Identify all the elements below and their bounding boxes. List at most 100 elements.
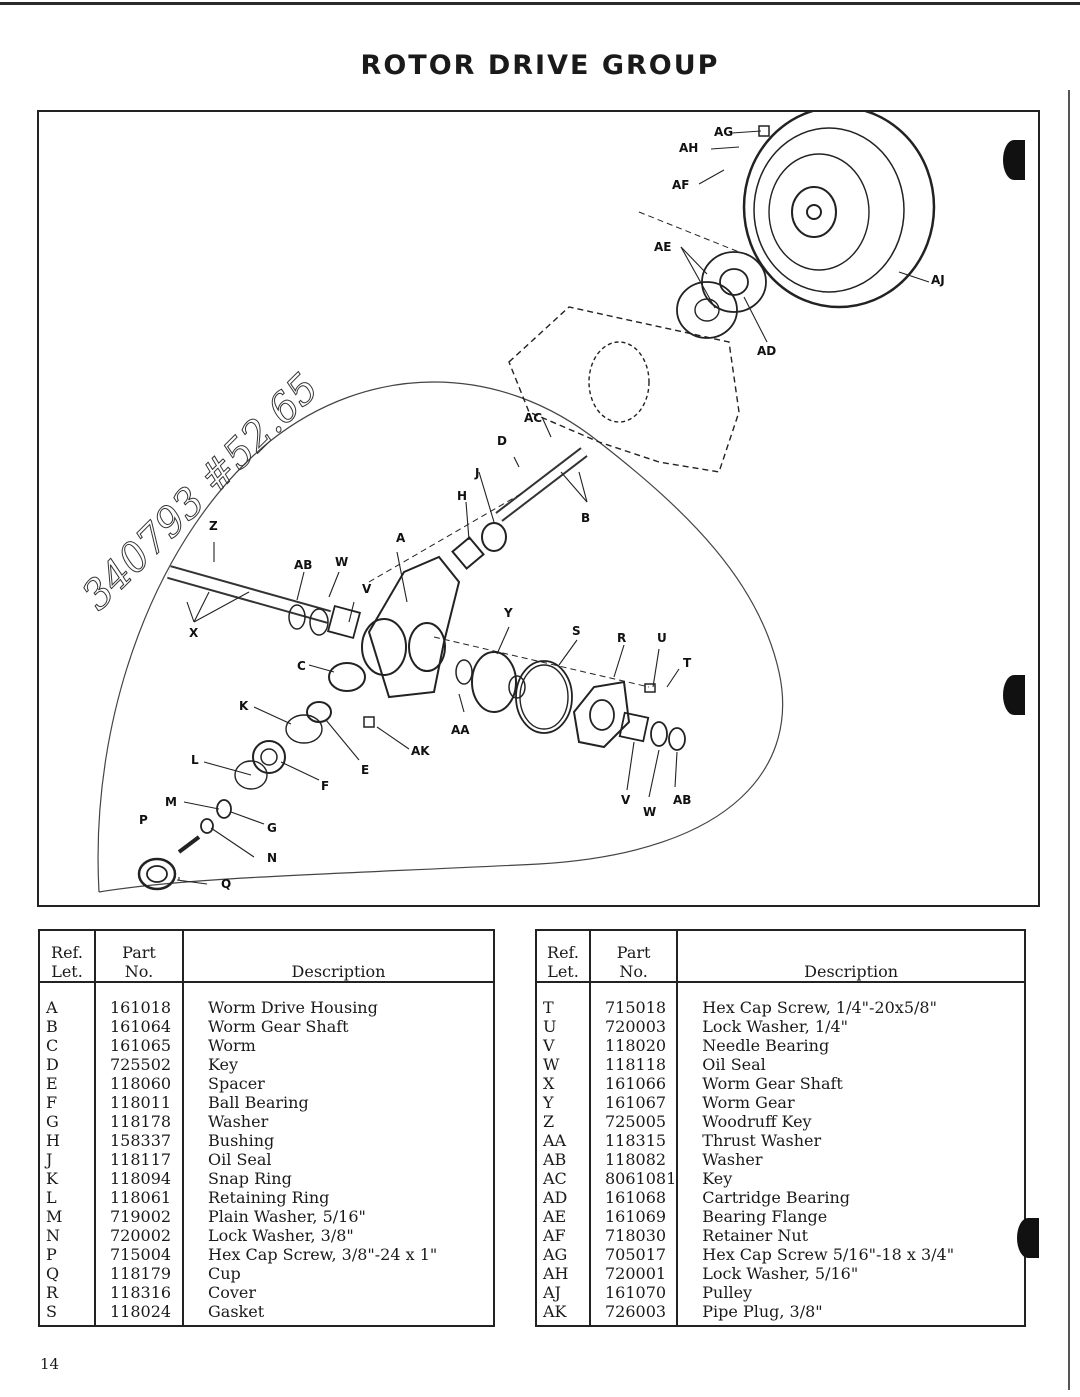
ref-letter: AJ: [543, 1283, 561, 1302]
label-J: J: [474, 466, 479, 480]
part-description: Worm Gear Shaft: [676, 1074, 1025, 1093]
ref-letter: U: [543, 1017, 557, 1036]
part-description: Thrust Washer: [676, 1131, 1025, 1150]
ref-letter: V: [543, 1036, 555, 1055]
ref-letter: C: [46, 1036, 59, 1055]
label-W: W: [335, 555, 348, 569]
part-number: 118024: [94, 1302, 183, 1326]
part-description: Key: [182, 1055, 494, 1074]
label-Z: Z: [209, 519, 218, 533]
label-AC: AC: [524, 411, 542, 425]
label-L: L: [191, 753, 199, 767]
part-description: Cover: [182, 1283, 494, 1302]
label-Q: Q: [221, 877, 231, 891]
part-description: Lock Washer, 1/4": [676, 1017, 1025, 1036]
binder-hole-mark: [1003, 140, 1025, 180]
ref-letter: H: [46, 1131, 60, 1150]
label-U: U: [657, 631, 667, 645]
header-ref-let: Ref.Let.: [536, 930, 590, 983]
part-description: Cartridge Bearing: [676, 1188, 1025, 1207]
part-description: Ball Bearing: [182, 1093, 494, 1112]
label-M: M: [165, 795, 177, 809]
label-X: X: [189, 626, 199, 640]
part-number: 118179: [94, 1264, 183, 1283]
part-description: Spacer: [182, 1074, 494, 1093]
label-A: A: [396, 531, 406, 545]
part-number: 161067: [588, 1093, 678, 1112]
binder-hole-mark: [1003, 675, 1025, 715]
ref-letter: W: [543, 1055, 560, 1074]
part-description: Washer: [182, 1112, 494, 1131]
ref-letter: S: [46, 1302, 57, 1321]
part-number: 118117: [94, 1150, 183, 1169]
pulley-drawing: [742, 112, 936, 309]
part-number: 720002: [94, 1226, 183, 1245]
part-number: 118316: [94, 1283, 183, 1302]
label-W-lower: W: [643, 805, 656, 819]
page-edge-line: [1068, 90, 1070, 1390]
label-G: G: [267, 821, 277, 835]
label-S: S: [572, 624, 581, 638]
part-description: Pulley: [676, 1283, 1025, 1302]
ref-letter: X: [543, 1074, 555, 1093]
label-K: K: [239, 699, 249, 713]
label-F: F: [321, 779, 329, 793]
part-number: 118020: [588, 1036, 678, 1055]
part-number: 161069: [588, 1207, 678, 1226]
header-ref-let: Ref.Let.: [39, 930, 95, 983]
part-description: Oil Seal: [676, 1055, 1025, 1074]
label-N: N: [267, 851, 277, 865]
part-description: Cup: [182, 1264, 494, 1283]
label-AD: AD: [757, 344, 776, 358]
ref-letter: Y: [543, 1093, 554, 1112]
part-number: 161070: [588, 1283, 678, 1302]
ref-letter: G: [46, 1112, 59, 1131]
part-number: 161066: [588, 1074, 678, 1093]
label-AB: AB: [294, 558, 312, 572]
part-number: 720001: [588, 1264, 678, 1283]
part-description: Gasket: [182, 1302, 494, 1326]
part-description: Bushing: [182, 1131, 494, 1150]
part-description: Worm Gear: [676, 1093, 1025, 1112]
part-description: Hex Cap Screw 5/16"-18 x 3/4": [676, 1245, 1025, 1264]
label-R: R: [617, 631, 626, 645]
ref-letter: Q: [46, 1264, 60, 1283]
ref-letter: AH: [543, 1264, 569, 1283]
part-number: 118118: [588, 1055, 678, 1074]
ref-letter: B: [46, 1017, 58, 1036]
part-number: 705017: [588, 1245, 678, 1264]
ref-letter: AC: [543, 1169, 567, 1188]
part-description: Hex Cap Screw, 3/8"-24 x 1": [182, 1245, 494, 1264]
part-description: Oil Seal: [182, 1150, 494, 1169]
part-number: 118060: [94, 1074, 183, 1093]
ref-letter: T: [543, 998, 554, 1017]
ref-letter: M: [46, 1207, 63, 1226]
part-number: 118011: [94, 1093, 183, 1112]
part-number: 161064: [94, 1017, 183, 1036]
page-number: 14: [40, 1355, 60, 1373]
part-description: Plain Washer, 5/16": [182, 1207, 494, 1226]
